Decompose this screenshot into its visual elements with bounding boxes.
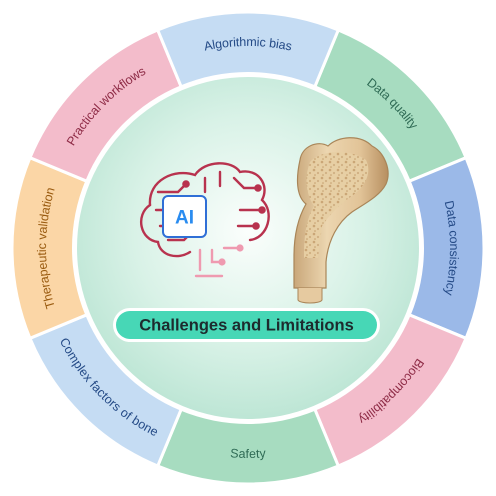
ai-chip-label: AI (175, 208, 194, 229)
ring-label: Safety (230, 446, 267, 461)
ring-label-text: Safety (230, 446, 267, 461)
inner-circle (77, 77, 419, 419)
center-title-pill: Challenges and Limitations (113, 308, 380, 342)
brain-stem-icon (194, 244, 244, 278)
ring-label: Algorithmic bias (203, 35, 293, 54)
ring-label-text: Algorithmic bias (203, 35, 293, 54)
ring-label-text: Data consistency (442, 199, 461, 297)
ring-label: Data consistency (442, 199, 461, 297)
ai-chip: AI (162, 195, 207, 238)
femur-bone-icon (293, 137, 389, 304)
center-title: Challenges and Limitations (139, 317, 354, 335)
